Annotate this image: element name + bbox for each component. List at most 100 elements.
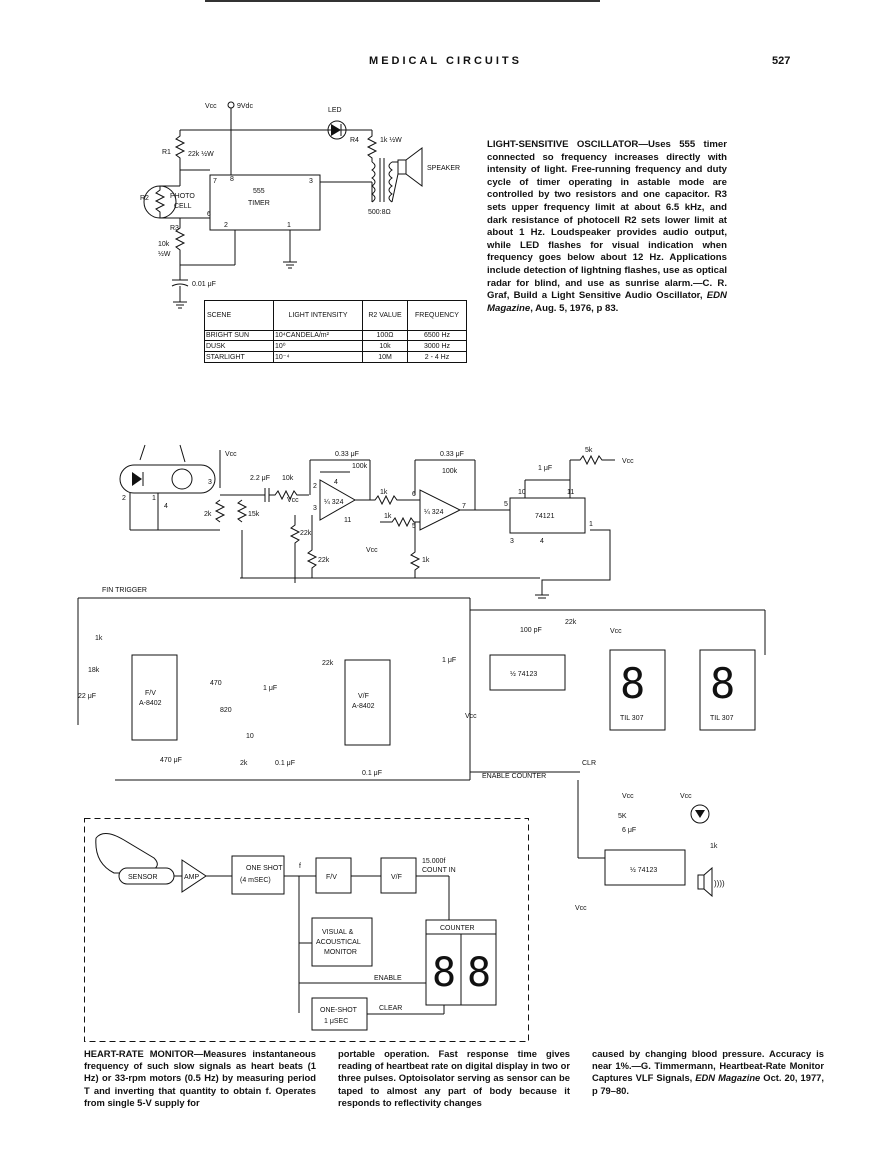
svg-text:1: 1 — [152, 495, 156, 502]
svg-text:5k: 5k — [585, 447, 593, 454]
svg-text:1 μSEC: 1 μSEC — [324, 1018, 348, 1025]
svg-text:8: 8 — [230, 176, 234, 183]
svg-text:FIN TRIGGER: FIN TRIGGER — [102, 587, 147, 594]
svg-text:MONITOR: MONITOR — [324, 949, 357, 956]
svg-text:0.33 μF: 0.33 μF — [335, 451, 359, 458]
svg-text:TIL 307: TIL 307 — [620, 715, 644, 722]
svg-text:1k: 1k — [380, 489, 388, 496]
osc-led: LED — [328, 107, 342, 114]
svg-text:A-8402: A-8402 — [139, 700, 162, 707]
svg-text:470 μF: 470 μF — [160, 757, 182, 764]
svg-text:1: 1 — [287, 222, 291, 229]
svg-text:7: 7 — [213, 178, 217, 185]
svg-text:ENABLE: ENABLE — [374, 975, 402, 982]
scene-table: SCENE LIGHT INTENSITY R2 VALUE FREQUENCY… — [204, 300, 467, 363]
caption-col-3: caused by changing blood pressure. Accur… — [592, 1048, 824, 1096]
svg-text:10: 10 — [518, 489, 526, 496]
svg-text:1k: 1k — [422, 557, 430, 564]
svg-text:Vcc: Vcc — [610, 628, 622, 635]
oscillator-caption-date: , Aug. 5, 1976, p 83. — [530, 302, 619, 314]
caption-col-2: portable operation. Fast response time g… — [338, 1048, 570, 1108]
caption-col-1: HEART-RATE MONITOR—Measures instantaneou… — [84, 1048, 316, 1108]
svg-text:3: 3 — [313, 505, 317, 512]
svg-text:8: 8 — [467, 950, 491, 996]
osc-vcc-value: 9Vdc — [237, 103, 253, 110]
svg-text:8: 8 — [432, 950, 456, 996]
svg-text:ONE SHOT: ONE SHOT — [246, 865, 283, 872]
svg-text:ENABLE COUNTER: ENABLE COUNTER — [482, 773, 546, 780]
osc-r1: R1 — [162, 149, 171, 156]
svg-text:0.33 μF: 0.33 μF — [440, 451, 464, 458]
svg-text:100k: 100k — [442, 468, 458, 475]
svg-text:1 μF: 1 μF — [538, 465, 552, 472]
svg-text:1: 1 — [589, 521, 593, 528]
page-number: 527 — [772, 55, 791, 67]
svg-text:6: 6 — [412, 491, 416, 498]
svg-text:1 μF: 1 μF — [442, 657, 456, 664]
svg-text:74121: 74121 — [535, 513, 555, 520]
osc-r1-value: 22k ½W — [188, 150, 214, 158]
svg-text:ONE-SHOT: ONE-SHOT — [320, 1007, 358, 1014]
oscillator-caption: LIGHT-SENSITIVE OSCILLATOR—Uses 555 time… — [487, 139, 727, 315]
svg-text:(4 mSEC): (4 mSEC) — [240, 877, 271, 884]
timer-555-sub: TIMER — [248, 200, 270, 207]
svg-text:V/F: V/F — [391, 874, 402, 881]
svg-text:2.2 μF: 2.2 μF — [250, 475, 270, 482]
oneshot-box — [231, 855, 285, 895]
svg-text:5K: 5K — [618, 813, 627, 820]
svg-text:22k: 22k — [322, 660, 334, 667]
svg-text:22k: 22k — [318, 557, 330, 564]
osc-r4-value: 1k ½W — [380, 136, 402, 144]
svg-text:7: 7 — [462, 503, 466, 510]
svg-text:Vcc: Vcc — [622, 793, 634, 800]
svg-text:8: 8 — [710, 659, 735, 708]
svg-text:10k: 10k — [282, 475, 294, 482]
osc-r3-value2: ½W — [158, 250, 171, 258]
svg-text:11: 11 — [567, 489, 574, 496]
svg-text:5: 5 — [504, 501, 508, 508]
svg-text:15.000f: 15.000f — [422, 858, 445, 865]
svg-text:22k: 22k — [300, 530, 312, 537]
alarm-schematic: ½ 74123 Vcc Vcc 5K 6 μF 1k Vcc )))) — [575, 780, 725, 912]
svg-text:6: 6 — [207, 211, 211, 218]
svg-text:820: 820 — [220, 707, 232, 714]
block-diagram: SENSOR AMP ONE SHOT (4 mSEC) f F/V V/F 1… — [84, 818, 529, 1042]
scene-table-wrap: SCENE LIGHT INTENSITY R2 VALUE FREQUENCY… — [204, 300, 467, 363]
svg-text:100k: 100k — [352, 463, 368, 470]
osc-vcc-label: Vcc — [205, 103, 217, 110]
osc-r4: R4 — [350, 137, 359, 144]
top-rule — [205, 0, 600, 2]
svg-text:TIL 307: TIL 307 — [710, 715, 734, 722]
osc-photocell: PHOTO — [170, 193, 195, 200]
svg-text:1 μF: 1 μF — [263, 685, 277, 692]
svg-text:COUNT IN: COUNT IN — [422, 867, 456, 874]
amp-label: AMP — [184, 874, 200, 881]
page-header-title: MEDICAL CIRCUITS — [369, 55, 522, 67]
timer-555-name: 555 — [253, 188, 265, 195]
svg-text:F/V: F/V — [145, 690, 156, 697]
svg-text:6 μF: 6 μF — [622, 827, 636, 834]
svg-text:½ 74123: ½ 74123 — [630, 866, 657, 874]
oneshot2-box — [311, 997, 368, 1031]
svg-text:3: 3 — [510, 538, 514, 545]
svg-text:1k: 1k — [95, 635, 103, 642]
svg-text:1k: 1k — [710, 843, 718, 850]
osc-cap: 0.01 μF — [192, 281, 216, 288]
svg-text:COUNTER: COUNTER — [440, 925, 475, 932]
osc-r2: R2 — [140, 195, 149, 202]
sensor-label: SENSOR — [128, 874, 158, 881]
oscillator-caption-body: —Uses 555 timer connected so frequency i… — [487, 139, 727, 302]
timer-555-box — [209, 174, 321, 231]
svg-text:2: 2 — [313, 483, 317, 490]
svg-text:4: 4 — [540, 538, 544, 545]
svg-text:½ 74123: ½ 74123 — [510, 670, 537, 678]
vf-box — [380, 857, 417, 894]
svg-text:Vcc: Vcc — [575, 905, 587, 912]
svg-text:3: 3 — [309, 178, 313, 185]
svg-text:Vcc: Vcc — [225, 451, 237, 458]
svg-text:VISUAL &: VISUAL & — [322, 929, 354, 936]
